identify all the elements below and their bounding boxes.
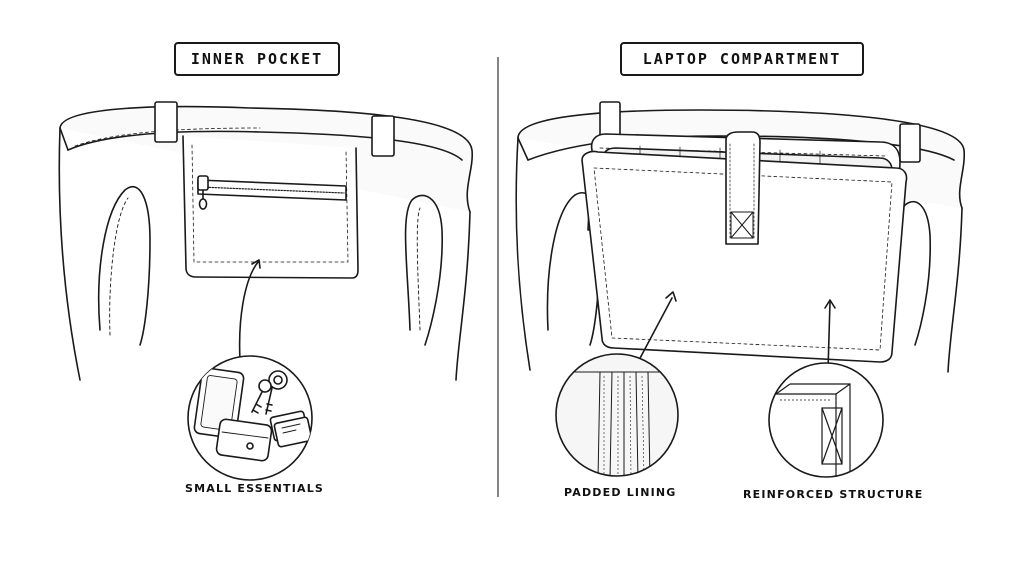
inner-pocket [182, 135, 359, 279]
small-essentials-label: SMALL ESSENTIALS [185, 482, 325, 495]
inner-pocket-title: INNER POCKET [174, 42, 340, 76]
reinforced-structure-callout [768, 362, 884, 478]
padded-lining-label: PADDED LINING [564, 486, 677, 499]
tote-bag-right [515, 101, 966, 373]
padded-lining-callout [555, 353, 679, 477]
laptop-compartment-title: LAPTOP COMPARTMENT [620, 42, 864, 76]
laptop-compartment [581, 150, 908, 363]
tote-bag-left [58, 101, 473, 381]
reinforced-structure-label: REINFORCED STRUCTURE [743, 488, 924, 501]
essentials-callout [187, 355, 313, 481]
cards-icon [269, 410, 312, 448]
keys-icon [251, 370, 288, 415]
wallet-icon [215, 418, 273, 462]
